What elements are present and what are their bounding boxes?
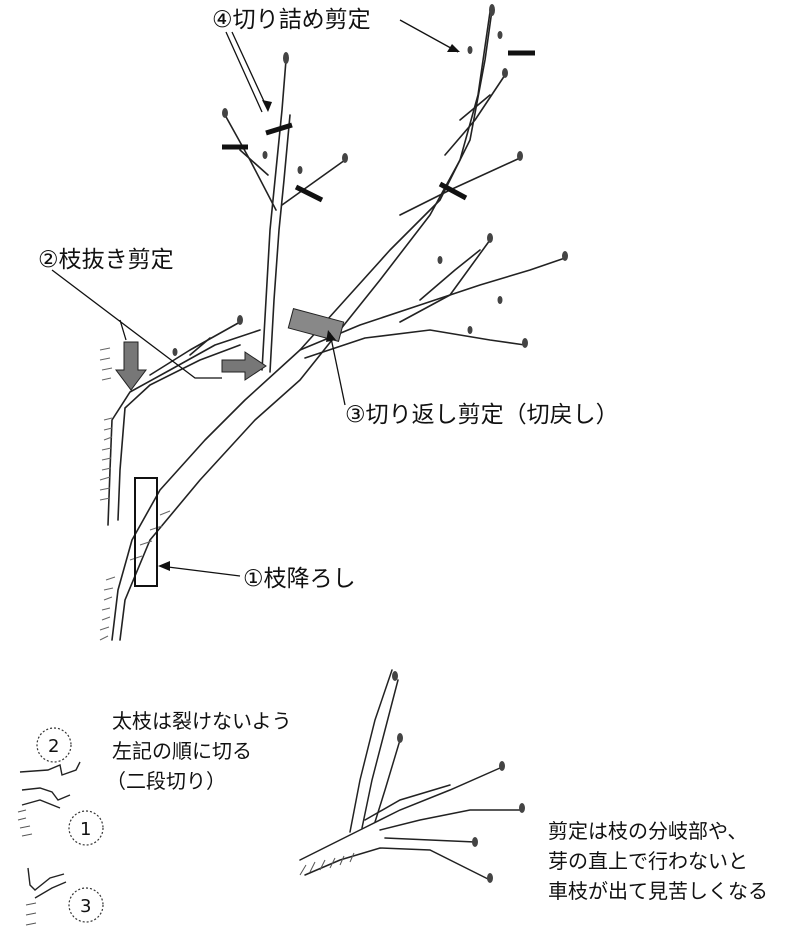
step1-box xyxy=(134,477,158,587)
note-right-line2: 芽の直上で行わないと xyxy=(548,849,748,873)
label-step2: ②枝抜き剪定 xyxy=(38,247,174,273)
label-step1: ①枝降ろし xyxy=(243,566,356,592)
lower-buds xyxy=(392,671,525,883)
step-circle-2 xyxy=(36,727,72,763)
leader-lines xyxy=(51,19,459,577)
leader-arrowheads xyxy=(158,44,460,571)
cut-step-1: 1 xyxy=(80,819,91,840)
step-circle-3 xyxy=(68,887,104,923)
step3-cut-block xyxy=(287,307,345,343)
note-right-line3: 車枝が出て見苦しくなる xyxy=(548,879,768,903)
two-stage-cut-diagram: 2 1 3 xyxy=(17,727,104,926)
step-circle-1 xyxy=(68,810,104,846)
lower-bark xyxy=(299,852,355,876)
cut-step-3: 3 xyxy=(80,896,91,917)
label-step3: ③切り返し剪定（切戻し） xyxy=(345,402,619,428)
step2-arrows xyxy=(115,341,267,391)
cut-step-2: 2 xyxy=(48,736,59,757)
label-step4: ④切り詰め剪定 xyxy=(212,7,371,33)
note-left-line3: （二段切り） xyxy=(106,769,226,793)
cut-marks xyxy=(222,50,535,203)
note-right-line1: 剪定は枝の分岐部や、 xyxy=(548,819,747,843)
lower-branch-illustration xyxy=(299,669,521,881)
note-left-line1: 太枝は裂けないよう xyxy=(112,709,292,733)
note-left-line2: 左記の順に切る xyxy=(112,739,252,763)
buds xyxy=(172,4,568,356)
